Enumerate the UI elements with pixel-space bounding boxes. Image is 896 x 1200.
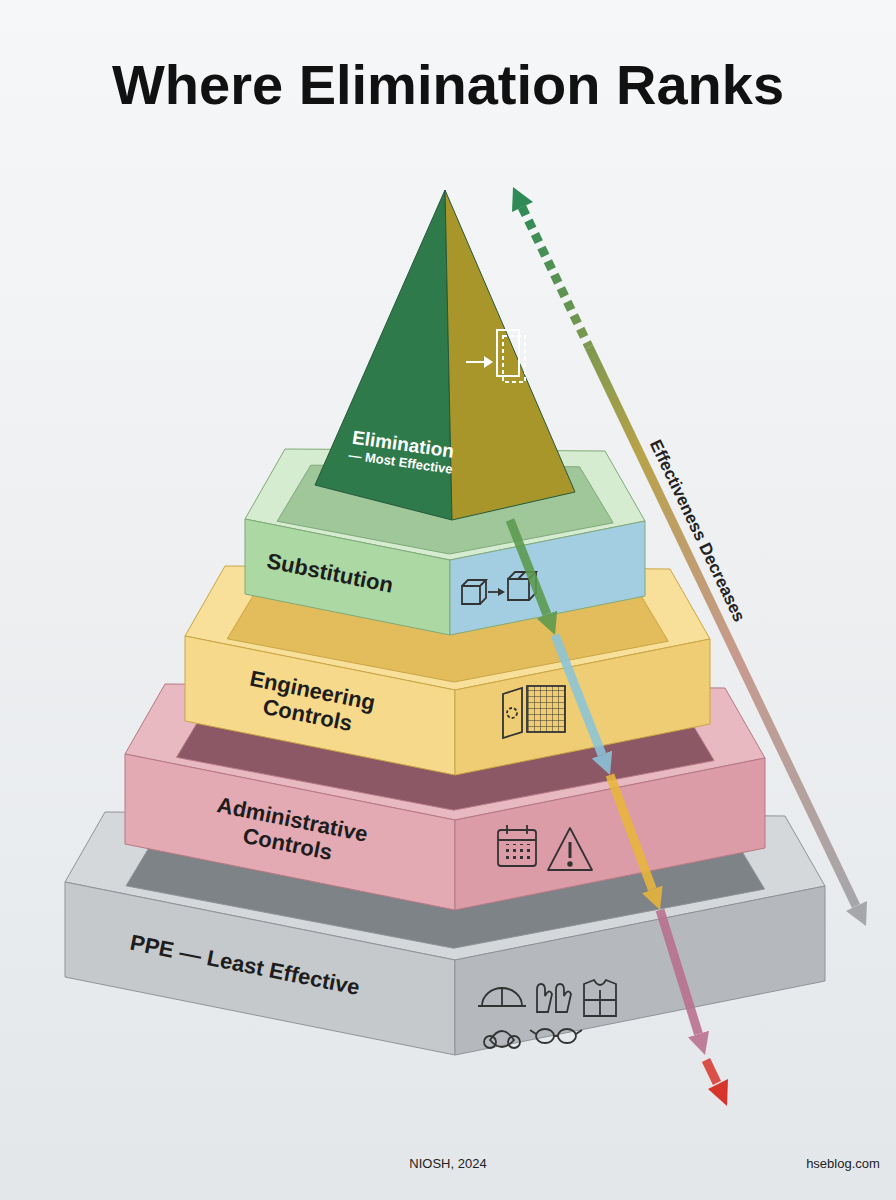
ppe-icons xyxy=(478,980,616,1048)
flow-arrow xyxy=(555,635,602,755)
watermark: hseblog.com xyxy=(806,1156,880,1171)
exit-arrow xyxy=(706,1060,728,1106)
tier-label: PPE — Least Effective xyxy=(95,923,394,1007)
axis-label: Effectiveness Decreases xyxy=(645,437,749,626)
pyramid-tier: Elimination— Most Effective xyxy=(315,190,575,520)
flow-arrow xyxy=(660,910,698,1034)
substitution-icon xyxy=(462,572,536,604)
diagram-title: Where Elimination Ranks xyxy=(0,52,896,117)
administrative-icon xyxy=(498,825,592,870)
tier-shape xyxy=(65,812,825,1055)
tier-label: Engineering Controls xyxy=(231,663,388,742)
engineering-icon xyxy=(503,686,565,738)
effectiveness-arrow xyxy=(512,187,867,926)
tier-text: Substitution xyxy=(265,548,396,598)
flow-arrow xyxy=(510,520,547,615)
source-note: NIOSH, 2024 xyxy=(409,1156,486,1171)
flow-arrow xyxy=(610,775,652,889)
tier-text: Administrative Controls xyxy=(197,790,383,875)
pyramid-tier: Administrative Controls xyxy=(125,684,765,910)
tier-shape xyxy=(245,449,645,635)
pyramid-tier: PPE — Least Effective xyxy=(65,812,825,1055)
pyramid-tier: Engineering Controls xyxy=(185,566,710,775)
pyramid-tier: Substitution xyxy=(245,449,645,635)
tier-text: Engineering Controls xyxy=(231,663,388,742)
tier-label: Elimination— Most Effective xyxy=(320,423,484,482)
tier-text: PPE — Least Effective xyxy=(128,930,362,1001)
tier-label: Substitution xyxy=(244,544,416,602)
elimination-icon xyxy=(466,330,525,382)
tier-label: Administrative Controls xyxy=(197,790,383,875)
